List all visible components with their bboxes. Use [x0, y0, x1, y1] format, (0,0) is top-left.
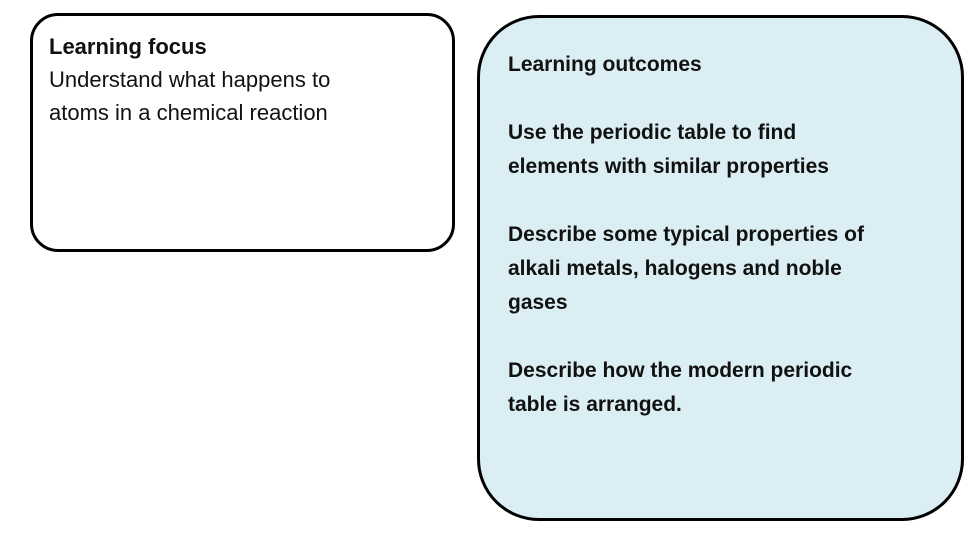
learning-focus-card: Learning focus Understand what happens t…	[30, 13, 455, 252]
learning-outcomes-card: Learning outcomes Use the periodic table…	[477, 15, 964, 521]
outcome-item-table-arrangement: Describe how the modern periodic table i…	[508, 359, 853, 416]
learning-outcomes-title: Learning outcomes	[508, 53, 702, 76]
outcome-item-typical-properties: Describe some typical properties of alka…	[508, 223, 864, 314]
learning-focus-title: Learning focus	[49, 34, 207, 59]
outcome-item-periodic-table: Use the periodic table to find elements …	[508, 121, 829, 178]
learning-focus-body: Understand what happens to atoms in a ch…	[49, 67, 331, 125]
